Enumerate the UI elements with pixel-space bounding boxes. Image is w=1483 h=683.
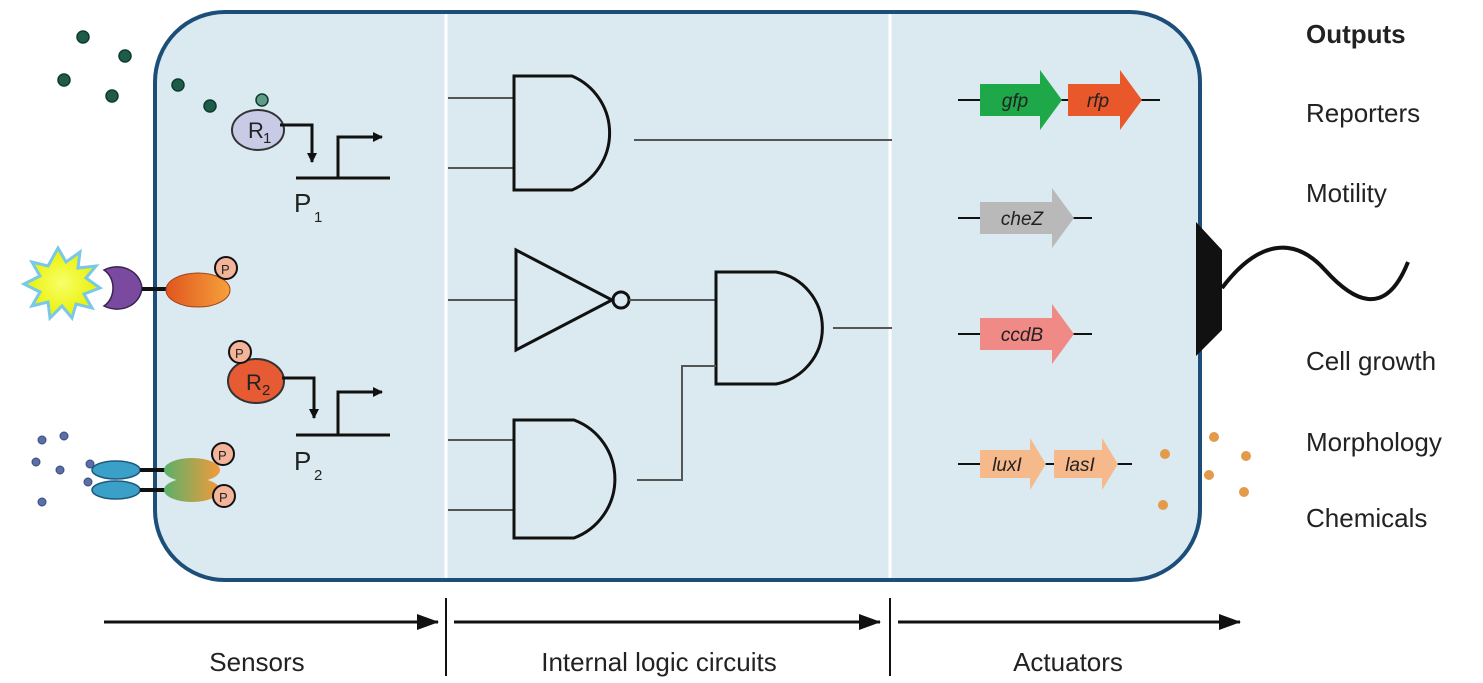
svg-text:luxI: luxI [992, 455, 1022, 476]
phosphate-icon [214, 256, 238, 280]
output-cell-growth: Cell growth [1306, 346, 1436, 376]
stage-flow [104, 598, 1241, 676]
outputs-list: Outputs Reporters Motility Cell growth M… [1306, 19, 1442, 533]
svg-text:P: P [221, 262, 230, 277]
stage-label-logic: Internal logic circuits [541, 647, 777, 677]
two-component-sensor: P P [31, 431, 236, 508]
kinase-domain [165, 272, 231, 308]
gene-chez [980, 188, 1074, 248]
svg-text:ccdB: ccdB [1001, 325, 1044, 346]
svg-text:cheZ: cheZ [1001, 209, 1045, 230]
and-gate-3 [512, 418, 617, 540]
gene-rfp [1068, 70, 1142, 130]
light-burst-icon [20, 244, 104, 322]
regulator-r2 [227, 358, 285, 404]
output-chemicals: Chemicals [1306, 503, 1427, 533]
and-gate-1 [512, 74, 612, 192]
actuator-genes: gfp rfp cheZ ccdB luxI lasI [958, 70, 1160, 490]
light-sensor: P [20, 244, 238, 322]
svg-text:lasI: lasI [1065, 455, 1095, 476]
chemical-output-dots [1158, 432, 1251, 510]
svg-text:gfp: gfp [1002, 91, 1028, 112]
output-morphology: Morphology [1306, 427, 1442, 457]
svg-text:R: R [248, 118, 264, 143]
svg-text:1: 1 [263, 130, 271, 147]
gene-luxi [980, 438, 1046, 490]
sensor-r2-promoter-p2: R 2 P P 2 [227, 340, 390, 484]
output-motility: Motility [1306, 178, 1387, 208]
and-gate-2 [714, 270, 824, 386]
svg-text:P: P [294, 188, 311, 218]
outputs-title: Outputs [1306, 19, 1406, 49]
svg-text:P: P [219, 490, 228, 505]
output-reporters: Reporters [1306, 98, 1420, 128]
svg-text:P: P [218, 448, 227, 463]
gene-gfp [980, 70, 1062, 130]
gene-lasi [1054, 438, 1118, 490]
gene-ccdb [980, 304, 1074, 364]
stage-label-sensors: Sensors [209, 647, 304, 677]
not-gate [514, 247, 616, 353]
svg-text:rfp: rfp [1087, 91, 1109, 112]
phosphate-icon [212, 484, 236, 508]
svg-text:P: P [235, 346, 244, 361]
svg-text:P: P [294, 446, 311, 476]
stage-label-actuators: Actuators [1013, 647, 1123, 677]
repressor-r1 [231, 109, 285, 151]
flagellum [1196, 222, 1410, 356]
input-small-molecules [57, 30, 269, 113]
svg-text:R: R [246, 370, 262, 395]
phosphate-icon [211, 442, 235, 466]
svg-text:2: 2 [314, 467, 322, 484]
svg-text:1: 1 [314, 209, 322, 226]
receptor-icon [102, 266, 143, 310]
sensor-r1-promoter-p1: R 1 P 1 [231, 109, 390, 226]
phosphate-icon [228, 340, 252, 364]
svg-text:2: 2 [262, 382, 270, 399]
logic-circuits [448, 74, 892, 540]
